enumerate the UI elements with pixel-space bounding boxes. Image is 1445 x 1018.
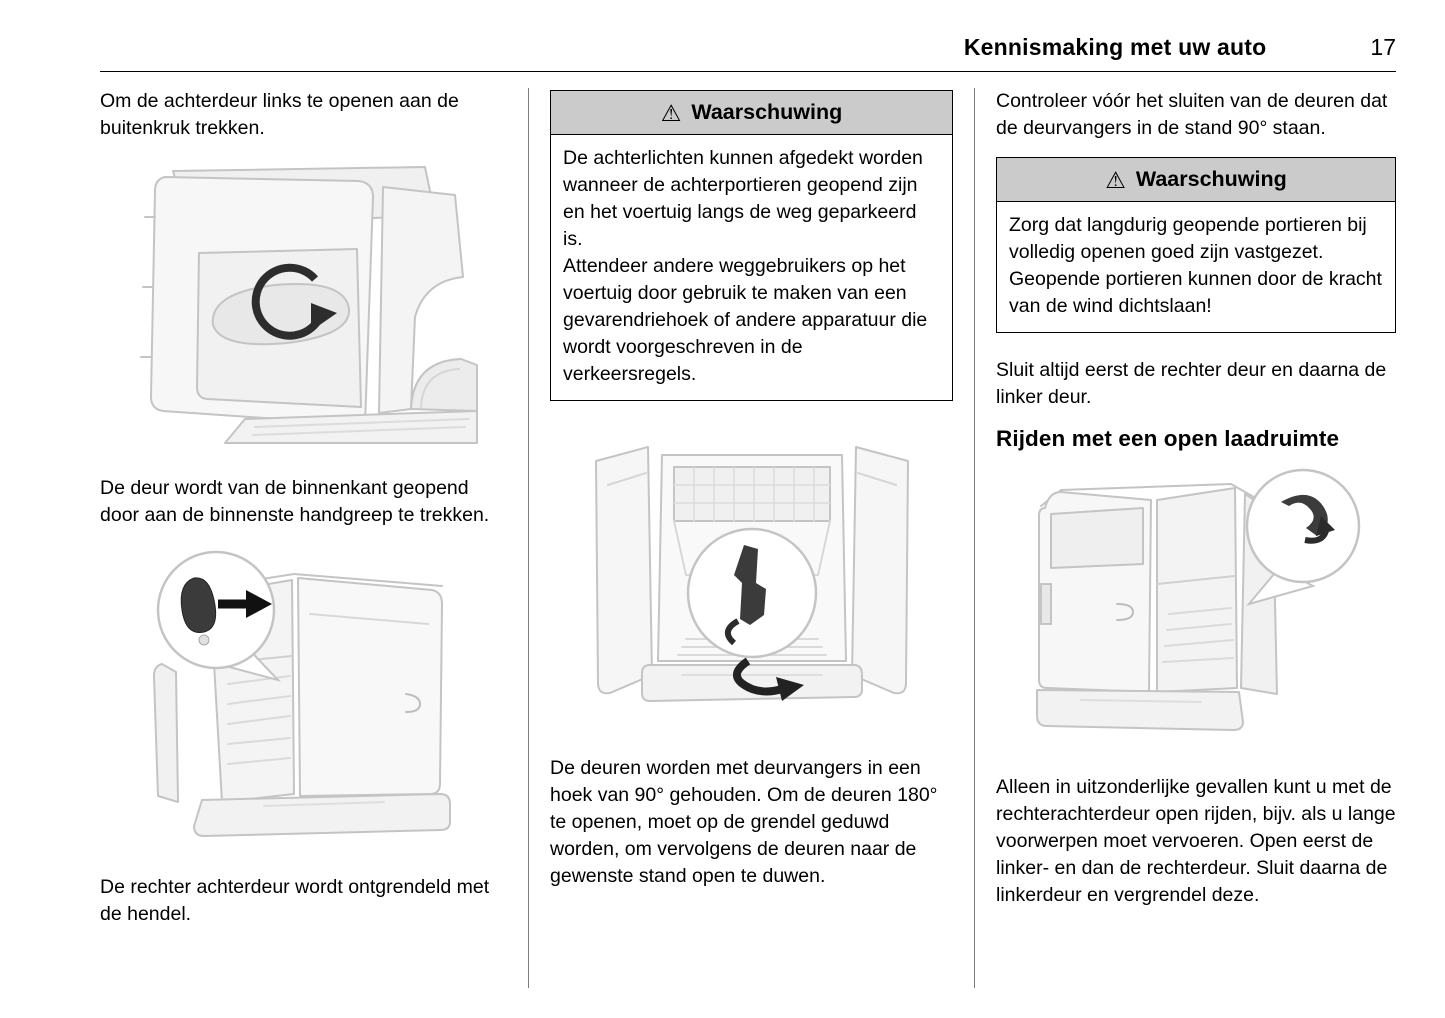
page-number: 17 (1370, 34, 1396, 60)
door-stay-illustration (1036, 468, 1361, 731)
page-header: Kennismaking met uw auto 17 (100, 0, 1396, 72)
paragraph: De rechter achterdeur wordt ontgrendeld … (100, 876, 490, 925)
door-open-arrow-icon (251, 263, 337, 340)
warning-body: De achterlichten kunnen afgedekt worden … (551, 135, 952, 400)
column-divider (528, 88, 529, 988)
paragraph: De deur wordt van de binnenkant geopend … (100, 477, 490, 526)
illustration-doors-open-180 (550, 425, 953, 725)
content-columns: Om de achterdeur links te openen aan de … (100, 88, 1396, 988)
warning-text: Attendeer andere weggebruikers op het vo… (563, 255, 928, 385)
warning-title: Waarschuwing (691, 100, 843, 124)
chapter-title: Kennismaking met uw auto (963, 34, 1267, 60)
push-direction-arrow-icon (732, 657, 804, 701)
warning-header: ⚠ Waarschuwing (997, 158, 1395, 202)
side-door-illustration (139, 166, 478, 444)
column-middle: ⚠ Waarschuwing De achterlichten kunnen a… (550, 88, 953, 988)
paragraph: Om de achterdeur links te openen aan de … (100, 90, 459, 139)
warning-header: ⚠ Waarschuwing (551, 91, 952, 135)
warning-triangle-icon: ⚠ (660, 100, 682, 126)
paragraph: Sluit altijd eerst de rechter deur en da… (996, 359, 1387, 408)
paragraph: Alleen in uitzonderlijke gevallen kunt u… (996, 776, 1396, 906)
door-stay-detail (1281, 494, 1335, 544)
illustration-door-stay (996, 464, 1396, 744)
inner-handle-detail (180, 577, 216, 646)
column-divider (974, 88, 975, 988)
warning-triangle-icon: ⚠ (1105, 167, 1126, 193)
warning-box: ⚠ Waarschuwing De achterlichten kunnen a… (550, 90, 953, 401)
paragraph: De deuren worden met deurvangers in een … (550, 757, 938, 887)
section-heading: Rijden met een open laadruimte (996, 426, 1340, 451)
column-left: Om de achterdeur links te openen aan de … (100, 88, 507, 988)
illustration-inner-handle (100, 544, 507, 844)
warning-box: ⚠ Waarschuwing Zorg dat langdurig geopen… (996, 157, 1396, 333)
column-right: Controleer vóór het sluiten van de deure… (996, 88, 1396, 988)
door-latch-detail (724, 545, 766, 646)
warning-text: De achterlichten kunnen afgedekt worden … (563, 147, 923, 250)
rear-doors-open-illustration (594, 446, 909, 702)
warning-text: Zorg dat langdurig geopende portieren bi… (1009, 214, 1382, 317)
warning-title: Waarschuwing (1135, 167, 1287, 191)
warning-body: Zorg dat langdurig geopende portieren bi… (997, 202, 1395, 332)
illustration-side-door-outside-handle (100, 157, 507, 445)
paragraph: Controleer vóór het sluiten van de deure… (996, 90, 1388, 139)
pull-direction-arrow-icon (217, 590, 272, 618)
rear-door-inner-handle-illustration (152, 550, 451, 837)
